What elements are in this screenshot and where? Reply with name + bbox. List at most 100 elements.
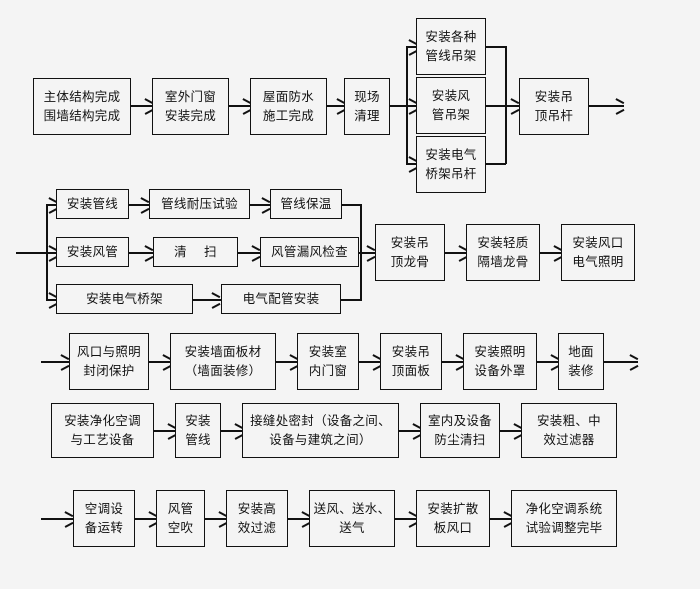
connector-n26-n27 [154, 430, 175, 432]
flow-node-outlet-lighting-protection[interactable]: 风口与照明 封闭保护 [69, 333, 149, 390]
node-line: 管吊架 [431, 106, 471, 122]
connector-n23-n24 [442, 361, 463, 363]
node-line: 现场 [354, 89, 380, 105]
flow-node-install-interior-doors-windows[interactable]: 安装室 内门窗 [297, 333, 359, 390]
connector-row5-entry [41, 518, 73, 520]
node-line: 安装风管 [66, 243, 119, 259]
node-line: 安装风口 [572, 235, 624, 251]
connector-n2-n3 [229, 105, 250, 107]
flow-node-install-hepa-filters[interactable]: 安装高 效过滤 [226, 490, 288, 547]
node-line: 净化空调系统 [525, 501, 603, 517]
arrowhead-icon [64, 514, 73, 524]
flow-node-main-structure[interactable]: 主体结构完成 围墙结构完成 [33, 78, 131, 135]
arrowhead-icon [366, 248, 375, 258]
flow-node-cleaning[interactable]: 清 扫 [153, 237, 238, 267]
node-line: 风管 [167, 501, 194, 517]
arrowhead-icon [629, 357, 638, 367]
node-line: 安装净化空调 [64, 413, 141, 429]
flow-node-install-wall-panels[interactable]: 安装墙面板材 （墙面装修） [170, 333, 276, 390]
node-line: 安装电气桥架 [86, 290, 163, 306]
flow-node-install-duct-hangers[interactable]: 安装风 管吊架 [416, 77, 486, 134]
flow-node-install-diffuser-outlets[interactable]: 安装扩散 板风口 [416, 490, 490, 547]
flow-node-hvac-equipment-operation[interactable]: 空调设 备运转 [73, 490, 135, 547]
connector-n29-n30 [500, 430, 521, 432]
arrowhead-icon [510, 101, 519, 111]
flow-node-install-ceiling-rods[interactable]: 安装吊 顶吊杆 [519, 78, 589, 135]
node-line: 与工艺设备 [70, 431, 135, 447]
connector-row2-merge-top [342, 204, 362, 206]
node-line: 送风、送水、 [313, 501, 391, 517]
flow-node-pipe-insulation[interactable]: 管线保温 [270, 189, 342, 219]
flow-node-install-light-partition-keel[interactable]: 安装轻质 隔墙龙骨 [466, 224, 540, 281]
flow-node-install-coarse-medium-filters[interactable]: 安装粗、中 效过滤器 [521, 403, 617, 458]
arrowhead-icon [60, 357, 69, 367]
node-line: 隔墙龙骨 [477, 253, 529, 269]
flow-node-supply-air-water-gas[interactable]: 送风、送水、 送气 [309, 490, 395, 547]
node-line: 安装高 [237, 501, 277, 517]
arrowhead-icon [251, 248, 260, 258]
node-line: 清理 [354, 107, 380, 123]
connector-n33-n34 [288, 518, 309, 520]
node-line: 桥架吊杆 [425, 165, 477, 181]
connector-n22-n23 [359, 361, 380, 363]
node-line: 屋面防水 [262, 89, 315, 105]
flow-node-duct-leak-test[interactable]: 风管漏风检查 [260, 237, 359, 267]
node-line: 主体结构完成 [43, 89, 121, 105]
connector-n28-n29 [399, 430, 420, 432]
node-line: 管线吊架 [425, 47, 477, 63]
connector-row2-merge-bottom [341, 299, 362, 301]
node-line: 接缝处密封（设备之间、 [250, 413, 391, 429]
flow-node-install-ceiling-panels[interactable]: 安装吊 顶面板 [380, 333, 442, 390]
flow-node-install-piping-2[interactable]: 安装 管线 [175, 403, 221, 458]
connector-merge-top [486, 46, 506, 48]
node-line: 顶吊杆 [534, 107, 574, 123]
flow-node-electrical-conduit[interactable]: 电气配管安装 [221, 284, 341, 314]
node-line: 顶龙骨 [390, 253, 430, 269]
node-line: 板风口 [433, 519, 473, 535]
node-line: 装修 [568, 362, 594, 378]
flow-node-install-piping[interactable]: 安装管线 [56, 189, 129, 219]
node-line: 安装风 [431, 88, 471, 104]
flow-node-duct-air-blowing[interactable]: 风管 空吹 [156, 490, 205, 547]
flow-node-install-air-duct[interactable]: 安装风管 [56, 237, 129, 267]
flow-node-joint-sealing[interactable]: 接缝处密封（设备之间、 设备与建筑之间） [242, 403, 399, 458]
flow-node-exterior-doors-windows[interactable]: 室外门窗 安装完成 [152, 78, 229, 135]
flow-node-clean-hvac-commissioning-complete[interactable]: 净化空调系统 试验调整完毕 [511, 490, 617, 547]
flow-node-install-pipe-hangers[interactable]: 安装各种 管线吊架 [416, 18, 486, 75]
node-line: 风口与照明 [76, 344, 141, 360]
flow-node-site-cleanup[interactable]: 现场 清理 [344, 78, 390, 135]
flow-node-install-cable-tray[interactable]: 安装电气桥架 [56, 284, 193, 314]
node-line: 安装完成 [164, 107, 217, 123]
node-line: 备运转 [84, 519, 124, 535]
flow-node-install-clean-hvac-process-equipment[interactable]: 安装净化空调 与工艺设备 [51, 403, 154, 458]
flow-node-indoor-equipment-dust-cleaning[interactable]: 室内及设备 防尘清扫 [420, 403, 500, 458]
connector-n20-n21 [149, 361, 170, 363]
arrowhead-icon [261, 200, 270, 210]
node-line: 安装照明 [474, 344, 526, 360]
flow-node-roof-waterproof[interactable]: 屋面防水 施工完成 [250, 78, 327, 135]
flow-node-pipe-pressure-test[interactable]: 管线耐压试验 [149, 189, 250, 219]
node-line: 管线保温 [280, 195, 332, 211]
arrowhead-icon [211, 295, 220, 305]
node-line: 安装各种 [425, 29, 477, 45]
node-line: 防尘清扫 [434, 431, 486, 447]
connector-split-vertical [406, 46, 408, 163]
flow-node-install-ceiling-keel[interactable]: 安装吊 顶龙骨 [375, 224, 445, 281]
arrowhead-icon [615, 101, 624, 111]
node-line: 安装电气 [425, 147, 477, 163]
flow-node-install-air-outlet-lighting[interactable]: 安装风口 电气照明 [561, 224, 635, 281]
flow-node-install-lighting-covers[interactable]: 安装照明 设备外罩 [463, 333, 537, 390]
connector-n13-n14 [238, 252, 260, 254]
connector-merge-trunk [486, 105, 519, 107]
connector-n1-n2 [131, 105, 152, 107]
node-line: 安装室 [308, 344, 348, 360]
node-line: 电气配管安装 [242, 290, 320, 306]
flow-node-floor-finishing[interactable]: 地面 装修 [558, 333, 604, 390]
node-line: 安装粗、中 [536, 413, 601, 429]
node-line: 安装吊 [390, 235, 430, 251]
connector-n12-n13 [129, 252, 153, 254]
node-line: 顶面板 [391, 362, 431, 378]
flow-node-install-cable-tray-hangers[interactable]: 安装电气 桥架吊杆 [416, 136, 486, 193]
node-line: 电气照明 [572, 253, 624, 269]
